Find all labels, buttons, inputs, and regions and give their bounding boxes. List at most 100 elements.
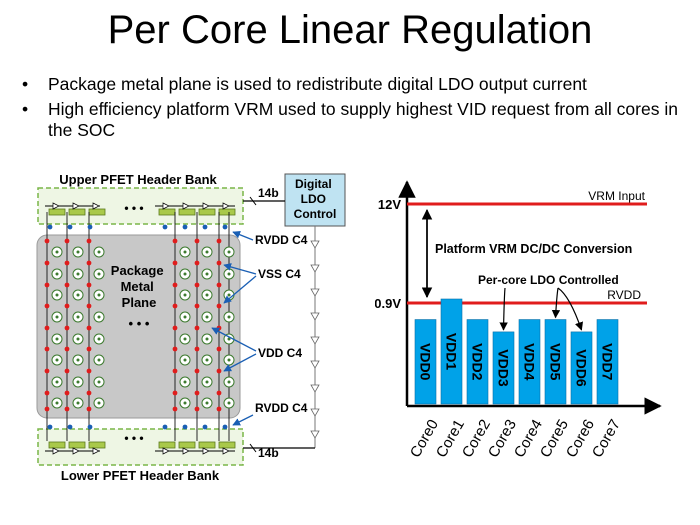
lower-ellipsis: • • • [124,431,143,445]
lower-bank-label: Lower PFET Header Bank [61,468,220,483]
pfet-arrow-icon [162,447,170,455]
pfet-device [48,208,66,216]
vdd-c4-bump [44,282,50,288]
rvdd-bottom-label: RVDD C4 [255,401,308,415]
lower-pfet-row [45,441,236,455]
vdd-c4-bump [216,303,222,309]
vdd-c4-bump [86,390,92,396]
package-diagram: Upper PFET Header Bank • • • • • • Lower… [36,172,346,483]
ldo-pointer-lines [499,287,583,331]
voltage-bars: VDD0 VDD1 VDD2 VDD3 VDD4 VDD5 VDD6 VDD7 [414,298,619,405]
vdd-c4-bump [64,368,70,374]
vdd-c4-bump [172,260,178,266]
vdd-c4-bump [172,346,178,352]
pfet-arrow-icon [72,202,80,210]
vdd-c4-bump [194,303,200,309]
voltage-bar-label: VDD3 [496,349,512,387]
vdd-c4-bump [44,238,50,244]
vdd-c4-bump [44,303,50,309]
vdd-c4-bump [216,368,222,374]
vdd-c4-bump [194,346,200,352]
vdd-c4-bump [194,390,200,396]
bullet-marker: • [22,99,29,119]
pfet-arrow-icon [92,202,100,210]
pfet-arrow-icon [222,202,230,210]
ldo-control-label: Digital LDO Control [294,177,337,221]
pfet-arrow-icon [182,447,190,455]
pfet-device [48,441,66,449]
pfet-arrow-icon [92,447,100,455]
vdd-c4-bump [194,282,200,288]
vdd-c4-bump [216,406,222,412]
pfet-device [88,208,106,216]
slide-title: Per Core Linear Regulation [107,8,593,52]
vdd-c4-bump [86,238,92,244]
ldo-controlled-label: Per-core LDO Controlled [478,273,619,287]
voltage-bar-label: VDD4 [522,343,538,381]
vdd-c4-bump [44,325,50,331]
conversion-label: Platform VRM DC/DC Conversion [435,242,632,256]
vdd-c4-bump [64,406,70,412]
vdd-c4-bump [64,260,70,266]
voltage-bar [440,298,463,405]
rvdd-label: RVDD [607,288,641,302]
vdd-c4-bump [44,260,50,266]
vdd-c4-bump [44,390,50,396]
pfet-device [198,441,216,449]
voltage-bar-label: VDD5 [548,343,564,381]
pfet-device [218,208,236,216]
pfet-device [158,441,176,449]
voltage-bar-label: VDD2 [470,343,486,381]
vdd-c4-bump [194,368,200,374]
vdd-c4-bump [216,346,222,352]
voltage-bar-label: VDD7 [600,343,616,381]
vdd-c4-bump [64,325,70,331]
vdd-c4-bump [172,282,178,288]
vdd-label: VDD C4 [258,346,302,360]
pfet-arrow-icon [52,447,60,455]
vdd-c4-bump [172,368,178,374]
vdd-c4-bump [172,325,178,331]
vrm-input-label: VRM Input [588,189,645,203]
pfet-arrow-icon [202,202,210,210]
pfet-device [198,208,216,216]
voltage-bar [570,331,593,405]
vdd-c4-bump [64,282,70,288]
voltage-bar-label: VDD1 [444,333,460,371]
voltage-bar-label: VDD6 [574,349,590,387]
vdd-c4-bump [216,260,222,266]
vdd-c4-bump [44,346,50,352]
vdd-c4-bump [44,368,50,374]
bullet-item: • High efficiency platform VRM used to s… [18,99,688,141]
feedback-arrows [310,240,320,439]
vdd-c4-bump [172,303,178,309]
vdd-c4-bump [86,346,92,352]
vdd-c4-bump [64,303,70,309]
bullet-text: High efficiency platform VRM used to sup… [48,99,678,140]
rvdd-top-label: RVDD C4 [255,233,308,247]
vdd-c4-bump [172,390,178,396]
pfet-device [218,441,236,449]
vdd-c4-bump [86,368,92,374]
bullet-marker: • [22,74,29,94]
pfet-device [88,441,106,449]
pfet-device [178,208,196,216]
vdd-c4-bump [194,238,200,244]
vdd-c4-bump [86,260,92,266]
pfet-arrow-icon [182,202,190,210]
vdd-c4-bump [216,325,222,331]
pfet-arrow-icon [222,447,230,455]
upper-bank-label: Upper PFET Header Bank [59,172,217,187]
vdd-c4-bump [172,238,178,244]
voltage-bar-label: VDD0 [418,343,434,381]
vdd-c4-bump [64,390,70,396]
vdd-c4-bump [194,406,200,412]
pfet-arrow-icon [202,447,210,455]
plane-label: Package Metal Plane [111,263,167,310]
vdd-c4-bump [64,238,70,244]
vdd-c4-bump [216,390,222,396]
bullet-item: • Package metal plane is used to redistr… [18,74,688,95]
bullet-text: Package metal plane is used to redistrib… [48,74,587,94]
vdd-c4-bump [44,406,50,412]
